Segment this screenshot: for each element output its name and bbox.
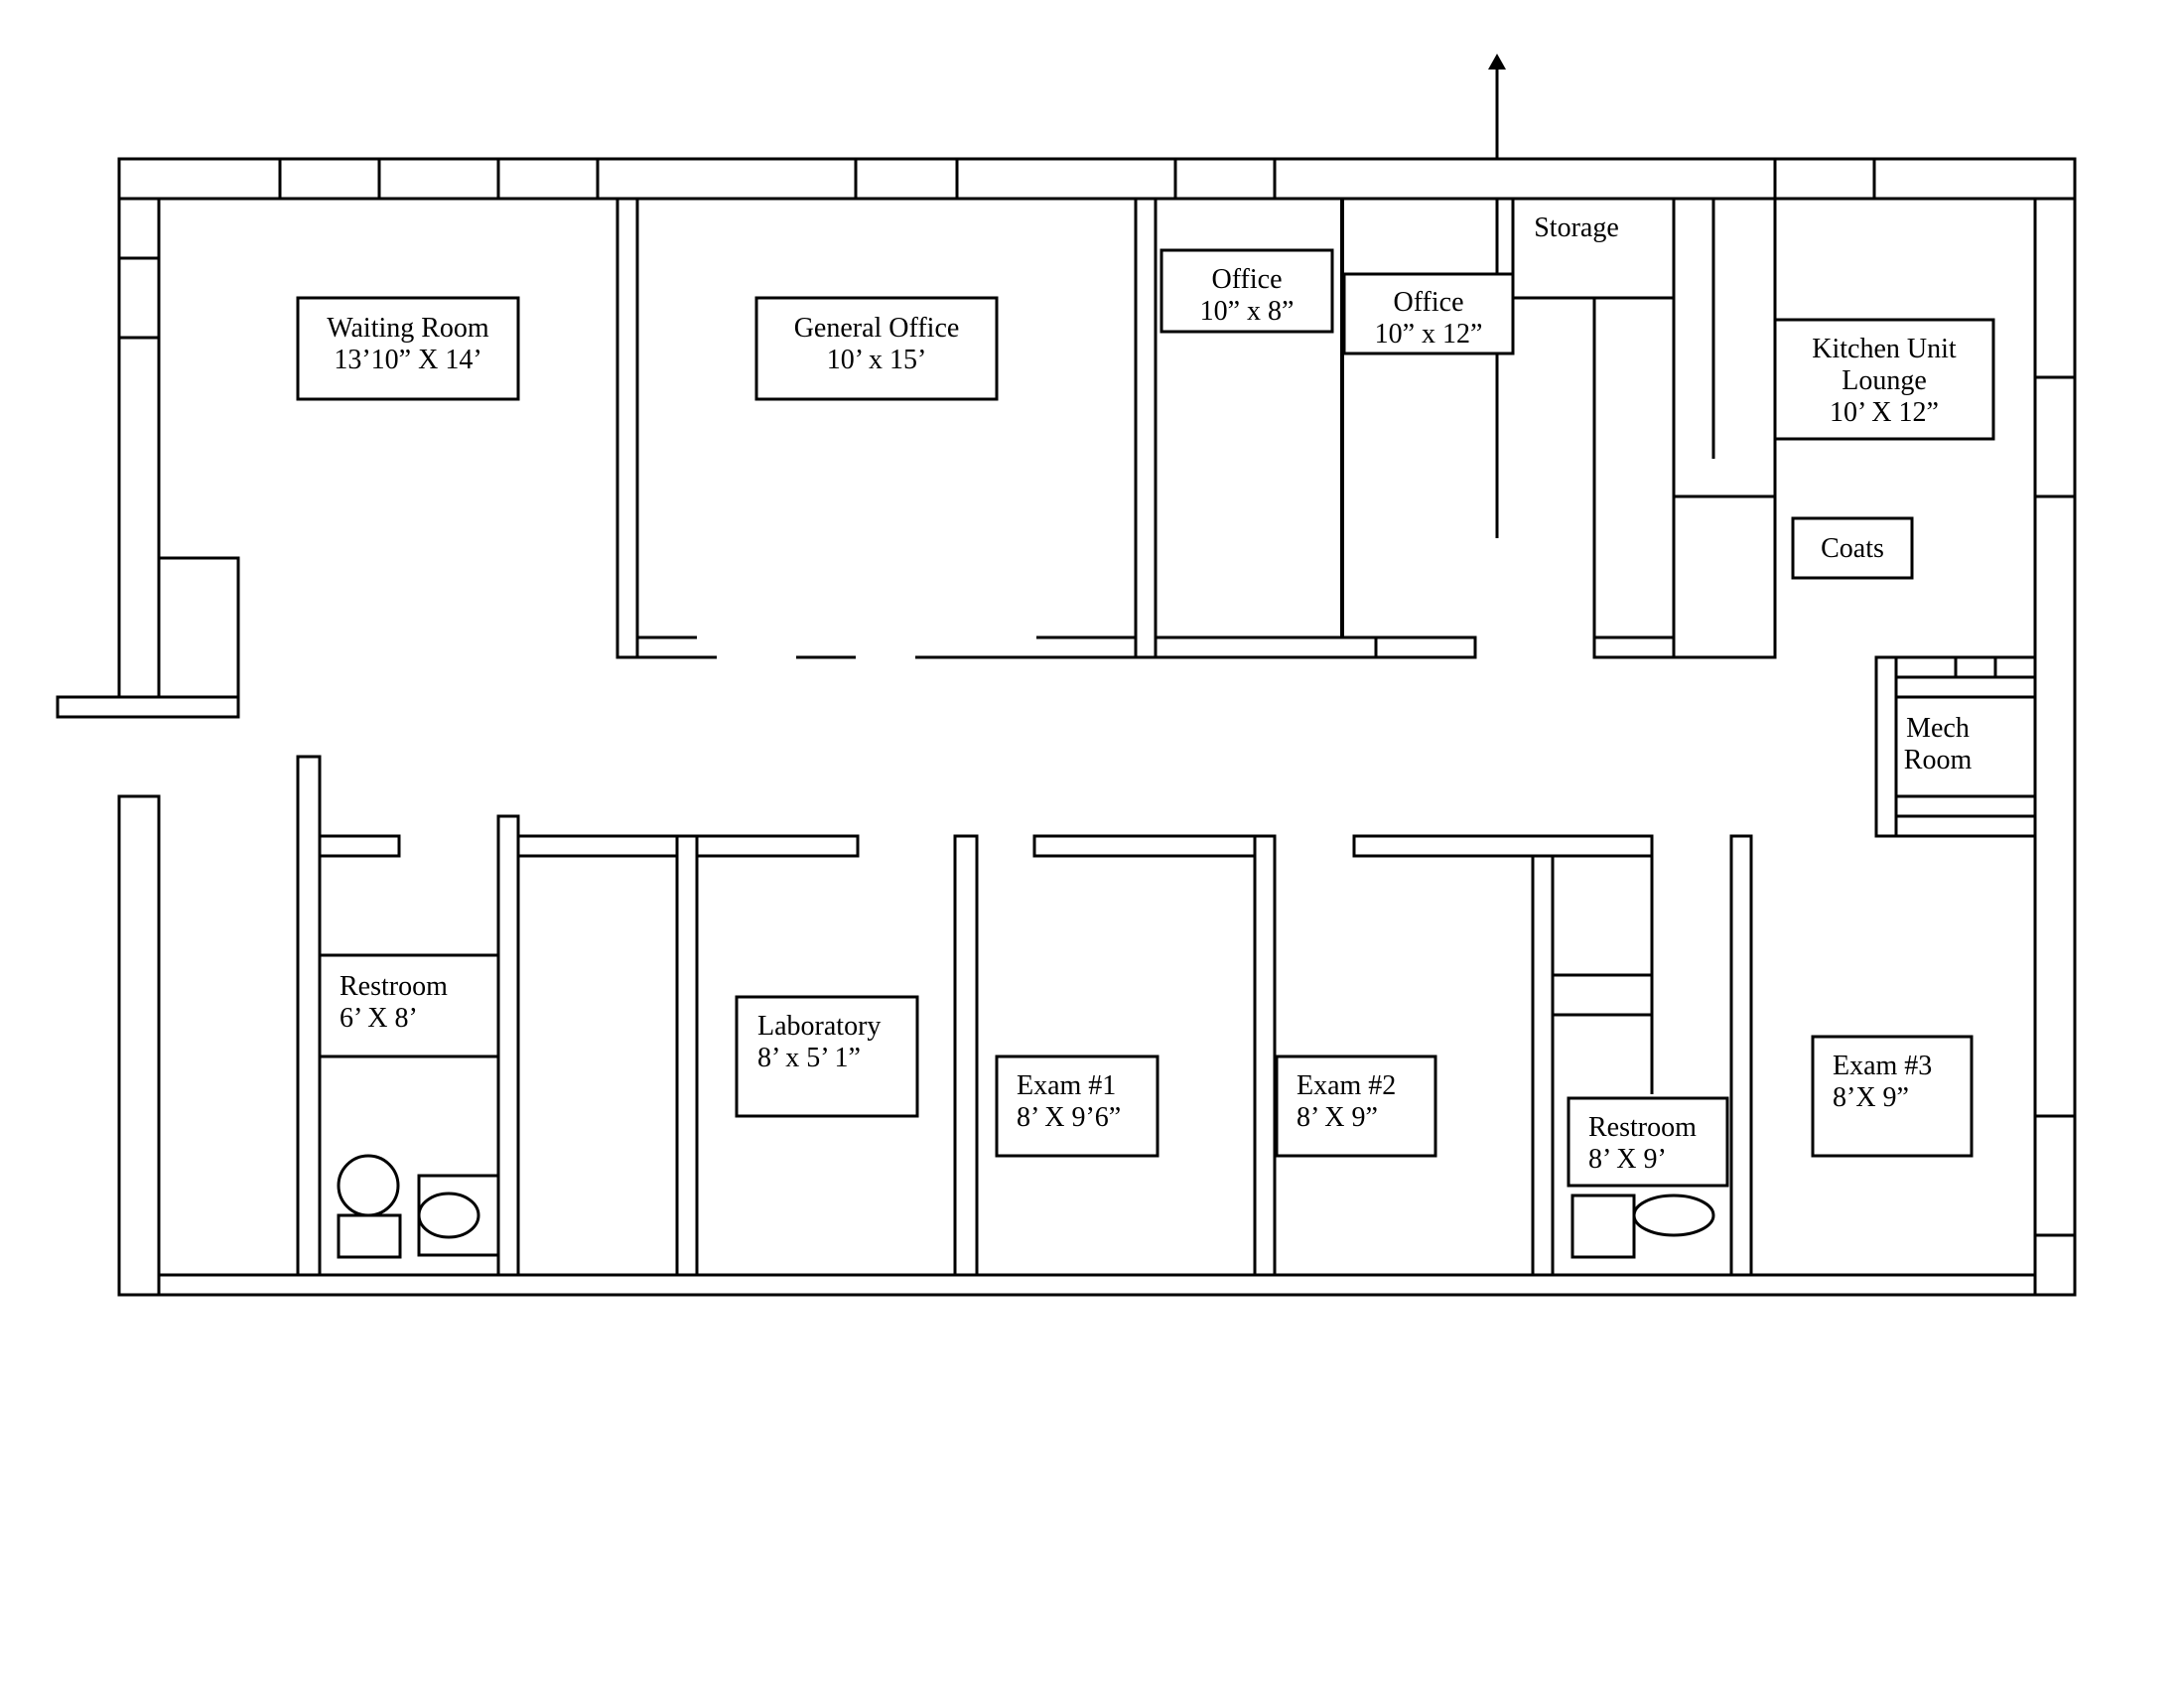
upper-interior-walls <box>615 197 1995 659</box>
north-arrow-icon <box>1488 54 1506 159</box>
office-2-name: Office <box>1394 287 1464 318</box>
office-1-name: Office <box>1212 264 1283 295</box>
sink-icon <box>1632 1194 1715 1237</box>
mech-room-line1: Mech <box>1906 713 1970 744</box>
toilet-icon <box>1570 1194 1636 1259</box>
entry-pillar <box>157 556 240 699</box>
mech-room-line2: Room <box>1904 745 1973 775</box>
laboratory-name: Laboratory <box>757 1011 881 1042</box>
exam-3-box <box>1811 1035 1974 1158</box>
top-exterior-wall <box>117 157 2077 201</box>
exam-3-size: 8’X 9” <box>1833 1082 1909 1113</box>
restroom-1-left-wall <box>296 755 322 1277</box>
office-1-size: 10” x 8” <box>1200 296 1295 327</box>
mech-room-walls <box>1874 655 2037 838</box>
waiting-room-box <box>296 296 520 401</box>
general-office-box <box>754 296 999 401</box>
office-1-box <box>1160 248 1334 334</box>
exam-2-name: Exam #2 <box>1297 1070 1396 1101</box>
entry-step <box>56 695 240 719</box>
coats-box <box>1791 516 1914 580</box>
laboratory-size: 8’ x 5’ 1” <box>757 1043 861 1073</box>
exam-2-box <box>1275 1055 1437 1158</box>
office-2-size: 10” x 12” <box>1375 319 1483 350</box>
right-exterior-wall <box>2033 197 2077 1297</box>
restroom-1-size: 6’ X 8’ <box>340 1003 418 1034</box>
coats-name: Coats <box>1821 533 1884 564</box>
exam-2-size: 8’ X 9” <box>1297 1102 1378 1133</box>
room-label-boxes <box>296 248 1995 1188</box>
storage-name: Storage <box>1534 212 1619 243</box>
sink-icon <box>417 1174 500 1257</box>
kitchen-lounge-line2: Lounge <box>1842 365 1927 396</box>
exam-1-size: 8’ X 9’6” <box>1017 1102 1121 1133</box>
lower-interior-walls <box>296 755 1753 1277</box>
left-exterior-wall-upper <box>117 197 161 699</box>
exam-1-box <box>995 1055 1160 1158</box>
office-2-box <box>1342 272 1515 355</box>
restroom-1-name: Restroom <box>340 971 448 1002</box>
kitchen-lounge-line1: Kitchen Unit <box>1812 334 1957 364</box>
restroom-1-box <box>318 953 500 1058</box>
waiting-room-name: Waiting Room <box>327 313 489 344</box>
waiting-room-wall <box>615 197 639 659</box>
general-office-name: General Office <box>794 313 960 344</box>
restroom-2-fixtures <box>1570 1194 1715 1259</box>
toilet-icon <box>337 1154 402 1259</box>
exterior-walls <box>56 157 2077 1297</box>
bottom-exterior-wall <box>157 1273 2037 1297</box>
left-exterior-wall-lower <box>117 794 161 1297</box>
restroom-1-fixtures <box>337 1154 500 1259</box>
room-labels: Waiting Room 13’10” X 14’ General Office… <box>327 212 1972 1175</box>
general-office-size: 10’ x 15’ <box>827 345 927 375</box>
kitchen-lounge-size: 10’ X 12” <box>1830 397 1939 428</box>
restroom-2-name: Restroom <box>1588 1112 1697 1143</box>
restroom-2-box <box>1567 1096 1729 1188</box>
waiting-room-size: 13’10” X 14’ <box>334 345 481 375</box>
general-office-wall <box>1134 197 1158 659</box>
laboratory-box <box>735 995 919 1118</box>
restroom-2-size: 8’ X 9’ <box>1588 1144 1667 1175</box>
kitchen-lounge-box <box>1773 318 1995 441</box>
exam-3-name: Exam #3 <box>1833 1051 1932 1081</box>
exam-1-name: Exam #1 <box>1017 1070 1116 1101</box>
